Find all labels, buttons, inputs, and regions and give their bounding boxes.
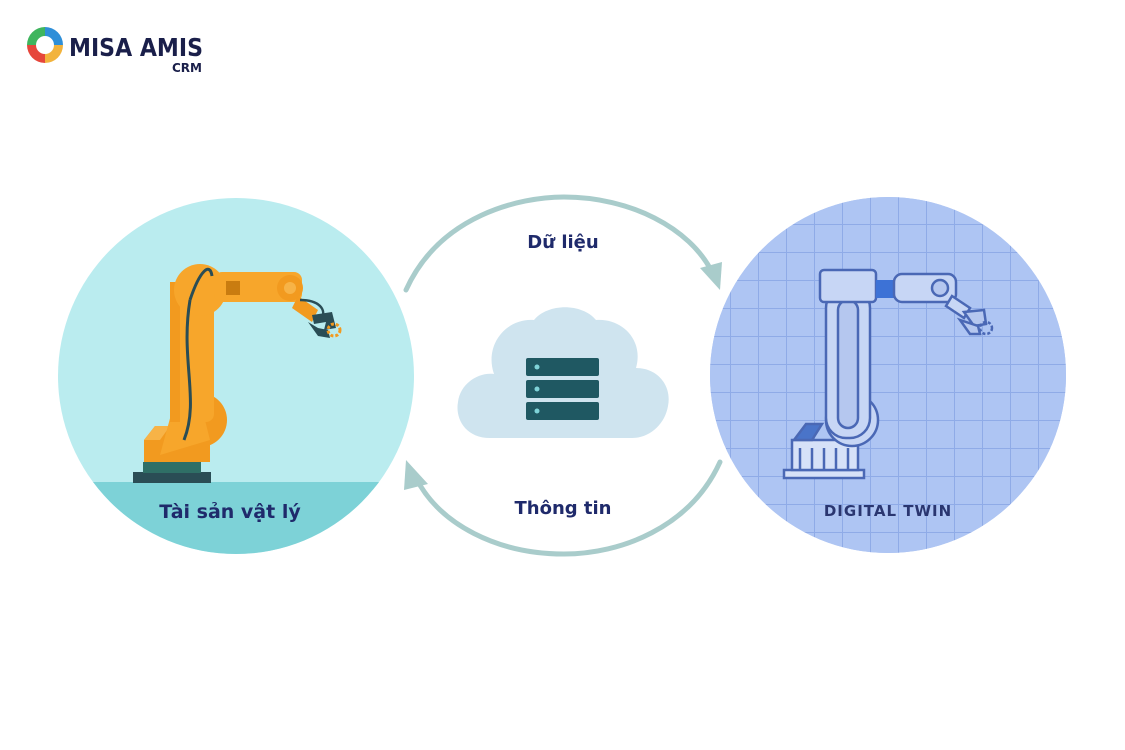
robot-arm-icon [133,264,342,483]
info-arrow-bottom [404,459,723,557]
server-stack-icon [526,358,599,420]
digital-twin-circle: DIGITAL TWIN [710,197,1066,553]
brand-name: MISA AMIS [69,33,203,62]
digital-twin-label: DIGITAL TWIN [824,502,952,520]
info-arrow-label: Thông tin [514,498,611,519]
physical-asset-circle: Tài sản vật lý [58,198,414,554]
brand-logo[interactable]: MISA AMIS CRM [27,27,203,75]
misa-swirl-icon [27,27,63,63]
brand-sub: CRM [172,61,202,75]
physical-asset-label: Tài sản vật lý [159,501,301,523]
data-arrow-label: Dữ liệu [527,232,598,253]
data-arrow-top [403,194,722,293]
robot-arm-blueprint-icon [782,268,994,480]
